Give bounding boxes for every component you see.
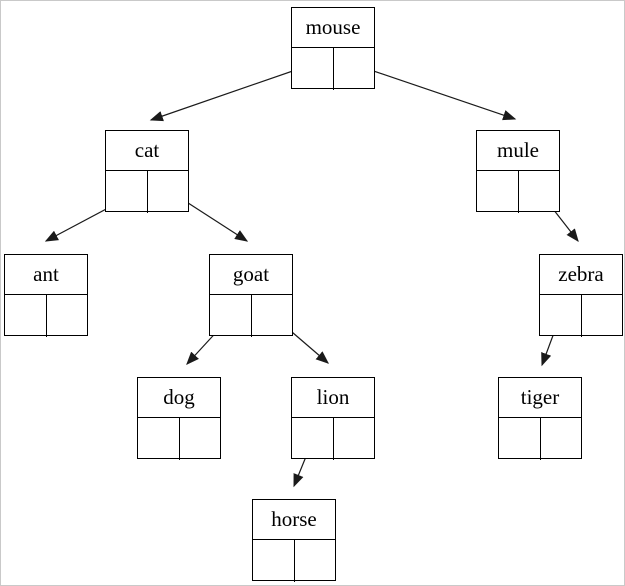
right-pointer-cell <box>252 295 293 337</box>
tree-node-goat: goat <box>209 254 293 337</box>
right-pointer-cell <box>180 418 221 460</box>
pointer-cells <box>540 295 622 337</box>
node-label: horse <box>253 500 335 540</box>
tree-node-ant: ant <box>4 254 88 337</box>
tree-node-mule: mule <box>476 130 560 213</box>
node-label: dog <box>138 378 220 418</box>
pointer-cells <box>292 418 374 460</box>
left-pointer-cell <box>138 418 180 460</box>
tree-node-tiger: tiger <box>498 377 582 460</box>
pointer-cells <box>210 295 292 337</box>
tree-node-horse: horse <box>252 499 336 582</box>
node-label: ant <box>5 255 87 295</box>
edge-mouse-cat <box>149 63 314 122</box>
pointer-cells <box>253 540 335 582</box>
right-pointer-cell <box>541 418 582 460</box>
left-pointer-cell <box>499 418 541 460</box>
left-pointer-cell <box>253 540 295 582</box>
pointer-cells <box>106 171 188 213</box>
left-pointer-cell <box>477 171 519 213</box>
left-pointer-cell <box>210 295 252 337</box>
pointer-cells <box>138 418 220 460</box>
pointer-cells <box>477 171 559 213</box>
right-pointer-cell <box>148 171 189 213</box>
left-pointer-cell <box>106 171 148 213</box>
tree-node-lion: lion <box>291 377 375 460</box>
left-pointer-cell <box>5 295 47 337</box>
pointer-cells <box>5 295 87 337</box>
node-label: tiger <box>499 378 581 418</box>
node-label: mouse <box>292 8 374 48</box>
right-pointer-cell <box>582 295 623 337</box>
node-label: cat <box>106 131 188 171</box>
tree-node-cat: cat <box>105 130 189 213</box>
right-pointer-cell <box>334 48 375 90</box>
tree-node-zebra: zebra <box>539 254 623 337</box>
tree-node-dog: dog <box>137 377 221 460</box>
right-pointer-cell <box>519 171 560 213</box>
node-label: mule <box>477 131 559 171</box>
pointer-cells <box>499 418 581 460</box>
node-label: lion <box>292 378 374 418</box>
pointer-cells <box>292 48 374 90</box>
tree-node-mouse: mouse <box>291 7 375 90</box>
right-pointer-cell <box>47 295 88 337</box>
edge-mouse-mule <box>352 63 517 121</box>
right-pointer-cell <box>334 418 375 460</box>
node-label: zebra <box>540 255 622 295</box>
right-pointer-cell <box>295 540 336 582</box>
left-pointer-cell <box>540 295 582 337</box>
left-pointer-cell <box>292 48 334 90</box>
left-pointer-cell <box>292 418 334 460</box>
node-label: goat <box>210 255 292 295</box>
